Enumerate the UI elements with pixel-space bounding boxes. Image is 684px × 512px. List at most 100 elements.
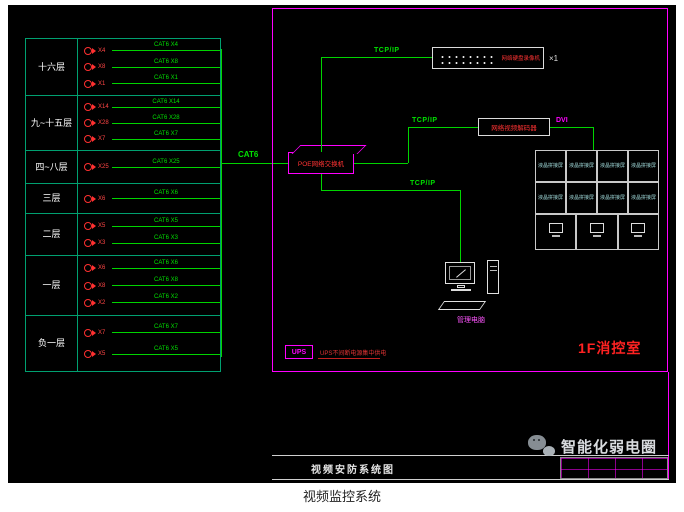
camera-icon bbox=[83, 238, 96, 248]
camera-line: X3 CAT6 X3 bbox=[78, 235, 220, 250]
floor-label: 四~八层 bbox=[26, 151, 78, 183]
camera-qty-label: X25 bbox=[98, 164, 109, 170]
tv-wall-cell: 液晶拼接屏 bbox=[597, 182, 628, 214]
camera-icon bbox=[83, 62, 96, 72]
cable-line: CAT6 X25 bbox=[112, 159, 220, 168]
camera-line: X25 CAT6 X25 bbox=[78, 159, 220, 174]
camera-line: X6 CAT6 X6 bbox=[78, 259, 220, 275]
floor-row: 四~八层 X25 CAT6 X25 bbox=[26, 151, 220, 184]
poe-switch: POE网络交换机 bbox=[288, 152, 354, 174]
tcpip-label-decoder: TCP/IP bbox=[412, 117, 438, 124]
camera-qty-label: X7 bbox=[98, 136, 106, 142]
pc-monitor-icon bbox=[445, 262, 475, 284]
trunk-cable-vertical bbox=[221, 49, 222, 357]
camera-qty-label: X5 bbox=[98, 351, 106, 358]
cable-label: CAT6 X28 bbox=[152, 114, 180, 121]
network-line-decoder bbox=[408, 127, 478, 128]
tv-wall-cell: 液晶拼接屏 bbox=[566, 182, 597, 214]
caption: 视频监控系统 bbox=[302, 489, 381, 504]
camera-group: X6 CAT6 X6 bbox=[78, 184, 220, 213]
camera-line: X2 CAT6 X2 bbox=[78, 294, 220, 310]
monitor-icon bbox=[631, 223, 646, 233]
camera-group: X6 CAT6 X6 X8 CAT6 X8 X2 CAT6 X2 bbox=[78, 256, 220, 315]
camera-group: X4 CAT6 X4 X8 CAT6 X8 X1 CAT6 X1 bbox=[78, 39, 220, 95]
poe-switch-label: POE网络交换机 bbox=[297, 161, 345, 168]
camera-line: X4 CAT6 X4 bbox=[78, 42, 220, 58]
camera-group: X14 CAT6 X14 X28 CAT6 X28 X7 CAT6 X7 bbox=[78, 96, 220, 150]
cable-line: CAT6 X8 bbox=[112, 277, 220, 286]
pc-stand-icon bbox=[457, 285, 465, 288]
cad-canvas: 十六层 X4 CAT6 X4 X8 CAT6 X8 X1 bbox=[8, 5, 676, 483]
camera-icon bbox=[83, 134, 96, 144]
floor-label: 负一层 bbox=[26, 316, 78, 371]
decoder-device: 网络视频解码器 bbox=[478, 118, 550, 136]
camera-icon bbox=[83, 298, 96, 308]
wechat-icon bbox=[528, 435, 555, 457]
camera-qty-label: X1 bbox=[98, 80, 106, 87]
tv-wall-cell: 液晶拼接屏 bbox=[535, 182, 566, 214]
camera-icon bbox=[83, 118, 96, 128]
footer-line bbox=[272, 479, 669, 480]
camera-icon bbox=[83, 162, 96, 172]
camera-line: X7 CAT6 X7 bbox=[78, 130, 220, 146]
camera-qty-label: X4 bbox=[98, 47, 106, 54]
floor-row: 二层 X5 CAT6 X5 X3 CAT6 X3 bbox=[26, 214, 220, 256]
watermark: 智能化弱电圈 bbox=[528, 435, 657, 457]
cable-line: CAT6 X2 bbox=[112, 294, 220, 304]
tcpip-label-pc: TCP/IP bbox=[410, 180, 436, 187]
nvr-label: 网络硬盘录像机 bbox=[501, 56, 540, 62]
cable-label: CAT6 X5 bbox=[154, 217, 178, 224]
camera-icon bbox=[83, 349, 96, 359]
tv-wall-cell: 液晶拼接屏 bbox=[566, 150, 597, 182]
cable-line: CAT6 X28 bbox=[112, 115, 220, 124]
cable-label: CAT6 X25 bbox=[152, 158, 180, 165]
network-line-decoder bbox=[408, 127, 409, 163]
pc-label: 管理电脑 bbox=[457, 317, 485, 324]
cable-label: CAT6 X4 bbox=[154, 42, 178, 48]
camera-qty-label: X8 bbox=[98, 64, 106, 70]
ups-box: UPS bbox=[285, 345, 313, 359]
monitor-icon bbox=[548, 223, 563, 233]
chat-bubble-icon bbox=[528, 435, 546, 450]
cable-label: CAT6 X7 bbox=[154, 130, 178, 137]
floor-label: 九~十五层 bbox=[26, 96, 78, 150]
dvi-line bbox=[593, 127, 594, 150]
pc-keyboard-icon bbox=[437, 301, 487, 310]
cable-label: CAT6 X2 bbox=[154, 294, 178, 301]
camera-icon bbox=[83, 263, 96, 273]
tcpip-label-nvr: TCP/IP bbox=[374, 47, 400, 54]
network-line-nvr bbox=[321, 57, 322, 152]
dvi-label: DVI bbox=[556, 117, 568, 124]
camera-group: X25 CAT6 X25 bbox=[78, 151, 220, 183]
camera-icon bbox=[83, 102, 96, 112]
cable-line: CAT6 X4 bbox=[112, 42, 220, 51]
management-pc: 管理电脑 bbox=[435, 260, 507, 324]
camera-qty-label: X5 bbox=[98, 223, 106, 229]
nvr-ports bbox=[437, 51, 498, 65]
monitor-icon bbox=[589, 223, 604, 233]
camera-group: X5 CAT6 X5 X3 CAT6 X3 bbox=[78, 214, 220, 255]
floor-row: 一层 X6 CAT6 X6 X8 CAT6 X8 X2 bbox=[26, 256, 220, 316]
camera-qty-label: X28 bbox=[98, 120, 109, 126]
floor-label: 一层 bbox=[26, 256, 78, 315]
camera-line: X28 CAT6 X28 bbox=[78, 115, 220, 130]
cable-line: CAT6 X6 bbox=[112, 190, 220, 199]
frame-line-right bbox=[668, 372, 669, 480]
cable-label: CAT6 X6 bbox=[154, 259, 178, 266]
cable-line: CAT6 X3 bbox=[112, 235, 220, 244]
floor-label: 十六层 bbox=[26, 39, 78, 95]
tv-wall-cabinets bbox=[535, 214, 659, 250]
cable-line: CAT6 X5 bbox=[112, 346, 220, 355]
network-line-pc bbox=[321, 190, 460, 191]
network-line-pc bbox=[321, 174, 322, 190]
cable-label: CAT6 X6 bbox=[154, 190, 178, 196]
trunk-cable-horizontal bbox=[221, 163, 288, 164]
cable-label: CAT6 X7 bbox=[154, 324, 178, 331]
camera-line: X6 CAT6 X6 bbox=[78, 190, 220, 206]
camera-icon bbox=[83, 46, 96, 56]
camera-icon bbox=[83, 281, 96, 291]
control-zone-border bbox=[272, 8, 668, 372]
camera-line: X8 CAT6 X8 bbox=[78, 59, 220, 74]
floor-label: 二层 bbox=[26, 214, 78, 255]
cable-label: CAT6 X5 bbox=[154, 345, 178, 352]
